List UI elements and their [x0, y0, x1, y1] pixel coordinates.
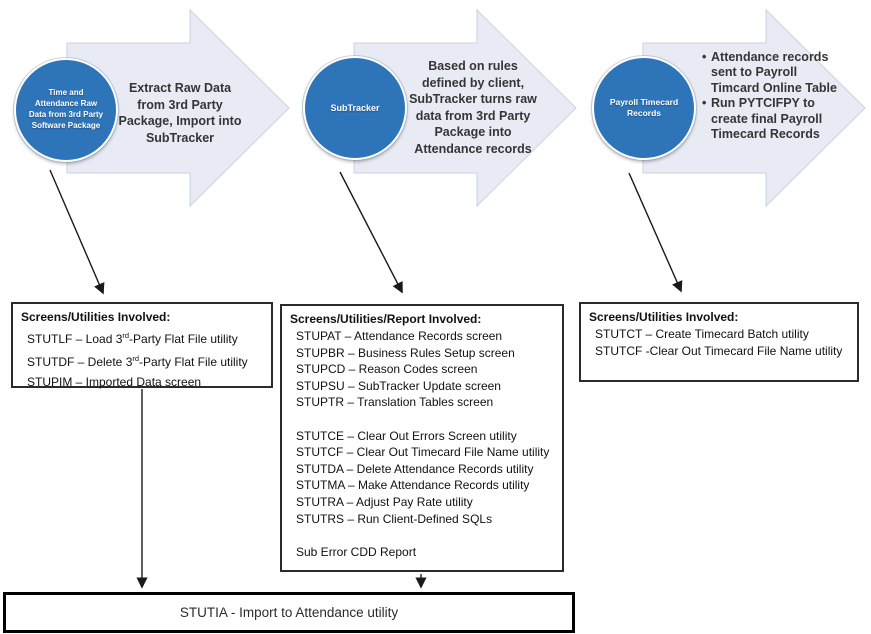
screens-box-line: STUTRS – Run Client-Defined SQLs	[296, 511, 493, 526]
screens-box-line	[296, 411, 554, 428]
stage-arrow-text-2: Based on rules defined by client, SubTra…	[409, 59, 537, 156]
screens-box-line: STUPBR – Business Rules Setup screen	[296, 345, 515, 360]
stage-circle-3-label: Payroll Timecard Records	[609, 96, 679, 118]
connector-arrow-circle1-to-box1	[49, 169, 105, 295]
connector-arrow-circle2-to-box2	[339, 171, 403, 294]
screens-box-line: STUTCE – Clear Out Errors Screen utility	[296, 428, 517, 443]
stage-bullet: Attendance records sent to Payroll Timca…	[702, 50, 838, 96]
stutia-box-label: STUTIA - Import to Attendance utility	[179, 605, 399, 620]
process-arrow-shape-1	[66, 8, 290, 208]
screens-box-1-title: Screens/Utilities Involved:	[21, 310, 171, 324]
screens-box-line: STUPIM – Imported Data screen	[27, 375, 202, 389]
screens-box-line	[296, 527, 554, 544]
stage-bullets-3: Attendance records sent to Payroll Timca…	[702, 50, 838, 142]
stage-bullet: Run PYTCIFPY to create final Payroll Tim…	[702, 96, 838, 142]
screens-box-line: STUTLF – Load 3rd-Party Flat File utilit…	[27, 331, 238, 346]
stage-circle-2: SubTracker	[303, 56, 407, 160]
screens-box-line: STUTDA – Delete Attendance Records utili…	[296, 461, 534, 476]
screens-box-line: STUTCF – Clear Out Timecard File Name ut…	[296, 445, 550, 460]
screens-box-line: STUTCT – Create Timecard Batch utility	[595, 327, 809, 341]
stage-circle-2-label: SubTracker	[330, 102, 380, 113]
screens-box-line: STUPCD – Reason Codes screen	[296, 362, 478, 377]
screens-box-line: STUPTR – Translation Tables screen	[296, 395, 494, 410]
stage-circle-1: Time and Attendance Raw Data from 3rd Pa…	[14, 58, 118, 162]
stage-circle-1-label: Time and Attendance Raw Data from 3rd Pa…	[28, 88, 104, 130]
screens-box-1-lines: STUTLF – Load 3rd-Party Flat File utilit…	[21, 326, 263, 392]
screens-box-3: Screens/Utilities Involved: STUTCT – Cre…	[579, 302, 859, 382]
screens-box-line: STUPSU – SubTracker Update screen	[296, 378, 501, 393]
screens-box-line: Sub Error CDD Report	[296, 544, 417, 559]
stutia-box: STUTIA - Import to Attendance utility	[3, 592, 575, 633]
process-arrow-shape-2	[353, 8, 577, 208]
screens-box-line: STUTDF – Delete 3rd-Party Flat File util…	[27, 354, 248, 369]
screens-box-line: STUTRA – Adjust Pay Rate utility	[296, 494, 473, 509]
screens-box-2: Screens/Utilities/Report Involved: STUPA…	[280, 304, 564, 572]
screens-box-line: STUTCF -Clear Out Timecard File Name uti…	[595, 344, 843, 358]
screens-box-line: STUTMA – Make Attendance Records utility	[296, 478, 530, 493]
screens-box-line: STUPAT – Attendance Records screen	[296, 329, 503, 343]
connector-arrow-circle3-to-box3	[628, 172, 683, 293]
screens-box-3-title: Screens/Utilities Involved:	[589, 310, 739, 324]
stage-circle-3: Payroll Timecard Records	[592, 56, 696, 160]
screens-box-1: Screens/Utilities Involved: STUTLF – Loa…	[11, 302, 273, 389]
screens-box-2-title: Screens/Utilities/Report Involved:	[290, 312, 482, 326]
stage-arrow-text-1: Extract Raw Data from 3rd Party Package,…	[118, 81, 242, 145]
